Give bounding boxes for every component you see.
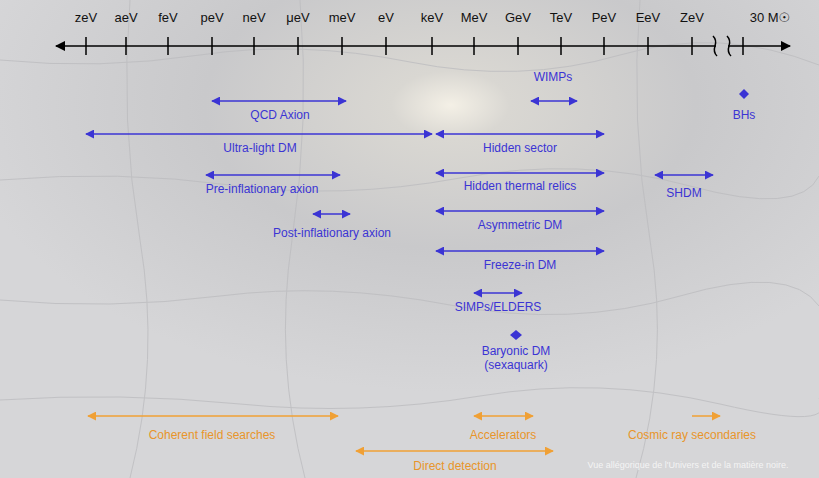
axis-unit: EeV <box>636 10 661 26</box>
axis-unit: keV <box>421 10 443 26</box>
dm-range-arrows <box>86 89 749 340</box>
axis-unit: neV <box>242 10 265 26</box>
axis-unit: zeV <box>75 10 97 26</box>
axis-unit: meV <box>329 10 356 26</box>
axis-unit: peV <box>200 10 223 26</box>
energy-axis <box>56 36 790 56</box>
range-label: Asymmetric DM <box>478 218 563 232</box>
axis-unit: aeV <box>114 10 137 26</box>
axis-unit: μeV <box>286 10 309 26</box>
range-label: SIMPs/ELDERS <box>455 300 542 314</box>
axis-unit: 30 M☉ <box>750 10 791 26</box>
range-label: QCD Axion <box>250 108 309 122</box>
search-range-arrows <box>88 416 720 451</box>
search-label: Direct detection <box>413 459 496 473</box>
axis-unit: PeV <box>592 10 617 26</box>
axis-unit: ZeV <box>680 10 704 26</box>
search-label: Coherent field searches <box>149 428 276 442</box>
range-label: WIMPs <box>534 70 573 84</box>
range-label: Post-inflationary axion <box>273 226 391 240</box>
axis-unit: GeV <box>505 10 531 26</box>
range-label: SHDM <box>666 186 701 200</box>
axis-unit: feV <box>158 10 178 26</box>
watermark: Vue allégorique de l'Univers et de la ma… <box>588 460 789 471</box>
axis-unit: eV <box>378 10 394 26</box>
search-label: Cosmic ray secondaries <box>628 428 756 442</box>
search-label: Accelerators <box>470 428 537 442</box>
range-label: Hidden sector <box>483 141 557 155</box>
range-label: Baryonic DM (sexaquark) <box>471 344 561 373</box>
axis-unit: TeV <box>550 10 572 26</box>
range-label: BHs <box>733 108 756 122</box>
range-label: Freeze-in DM <box>484 258 557 272</box>
range-label: Pre-inflationary axion <box>206 182 319 196</box>
axis-unit: MeV <box>461 10 488 26</box>
range-label: Hidden thermal relics <box>464 179 577 193</box>
range-label: Ultra-light DM <box>223 141 296 155</box>
